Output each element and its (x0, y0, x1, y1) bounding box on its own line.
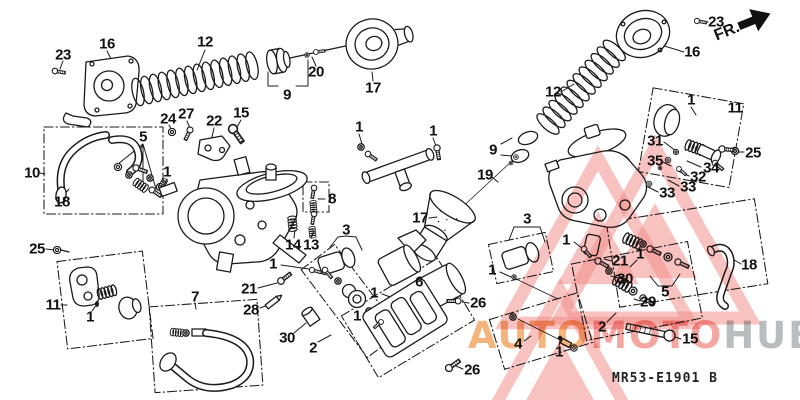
screw-washer-set-left (113, 122, 247, 200)
chamber-cover-right (615, 9, 708, 59)
callout-1: 1 (86, 308, 94, 326)
callout-5: 5 (661, 283, 669, 301)
callout-30: 30 (279, 329, 295, 347)
callout-19: 19 (477, 166, 493, 184)
callout-23: 23 (708, 13, 724, 31)
fr-arrow-icon (737, 9, 771, 32)
callout-3: 3 (342, 221, 350, 239)
callout-1: 1 (687, 91, 695, 109)
callout-25: 25 (29, 240, 45, 258)
callout-26: 26 (464, 361, 480, 379)
callout-12: 12 (197, 33, 213, 51)
callout-7: 7 (191, 288, 199, 306)
callout-1: 1 (429, 122, 437, 140)
callout-11: 11 (45, 296, 61, 314)
callout-9: 9 (283, 86, 291, 104)
callout-23: 23 (55, 46, 71, 64)
callout-1: 1 (269, 255, 277, 273)
carburetor-body-left (158, 156, 318, 273)
callout-33: 33 (659, 184, 675, 202)
callout-1: 1 (555, 343, 563, 361)
callout-8: 8 (328, 190, 336, 208)
callout-1: 1 (353, 307, 361, 325)
callout-1: 1 (636, 245, 644, 263)
callout-1: 1 (355, 118, 363, 136)
float-chamber (362, 278, 463, 374)
callout-15: 15 (233, 104, 249, 122)
callout-16: 16 (684, 43, 700, 61)
fuel-joint-pipes (357, 143, 443, 192)
callout-2: 2 (309, 339, 317, 357)
vacuum-piston-left (266, 44, 351, 75)
callout-31: 31 (647, 132, 663, 150)
callout-35: 35 (647, 152, 663, 170)
callout-13: 13 (303, 236, 319, 254)
callout-30: 30 (617, 270, 633, 288)
diagram-code: MR53-E1901 B (612, 371, 718, 386)
callout-5: 5 (139, 128, 147, 146)
piston-set-left (52, 245, 142, 320)
callout-12: 12 (545, 83, 561, 101)
callout-10: 10 (24, 164, 40, 182)
callout-1: 1 (370, 284, 378, 302)
callout-26: 26 (470, 294, 486, 312)
chamber-cover-left (51, 55, 140, 128)
callout-25: 25 (745, 144, 761, 162)
callout-21: 21 (241, 280, 257, 298)
callout-9: 9 (489, 141, 497, 159)
callout-16: 16 (99, 35, 115, 53)
callout-3: 3 (523, 210, 531, 228)
callout-1: 1 (562, 231, 570, 249)
callout-22: 22 (206, 112, 222, 130)
callout-24: 24 (160, 110, 176, 128)
fr-direction-indicator: FR. (700, 0, 800, 52)
callout-1: 1 (163, 163, 171, 181)
callout-29: 29 (640, 293, 656, 311)
air-funnel-top (345, 18, 414, 70)
callout-21: 21 (612, 252, 628, 270)
callout-15: 15 (682, 330, 698, 348)
callout-17: 17 (365, 79, 381, 97)
fuel-hose (159, 327, 255, 392)
callout-4: 4 (514, 335, 522, 353)
callout-17: 17 (412, 209, 428, 227)
callout-27: 27 (178, 105, 194, 123)
callout-20: 20 (308, 63, 324, 81)
callout-18: 18 (741, 256, 757, 274)
callout-18: 18 (54, 193, 70, 211)
callout-14: 14 (285, 236, 301, 254)
callout-28: 28 (243, 301, 259, 319)
callout-2: 2 (598, 318, 606, 336)
air-vent-tubes (55, 131, 165, 204)
callout-1: 1 (488, 261, 496, 279)
callout-6: 6 (415, 273, 423, 291)
callout-33: 33 (680, 178, 696, 196)
callout-11: 11 (727, 99, 743, 117)
